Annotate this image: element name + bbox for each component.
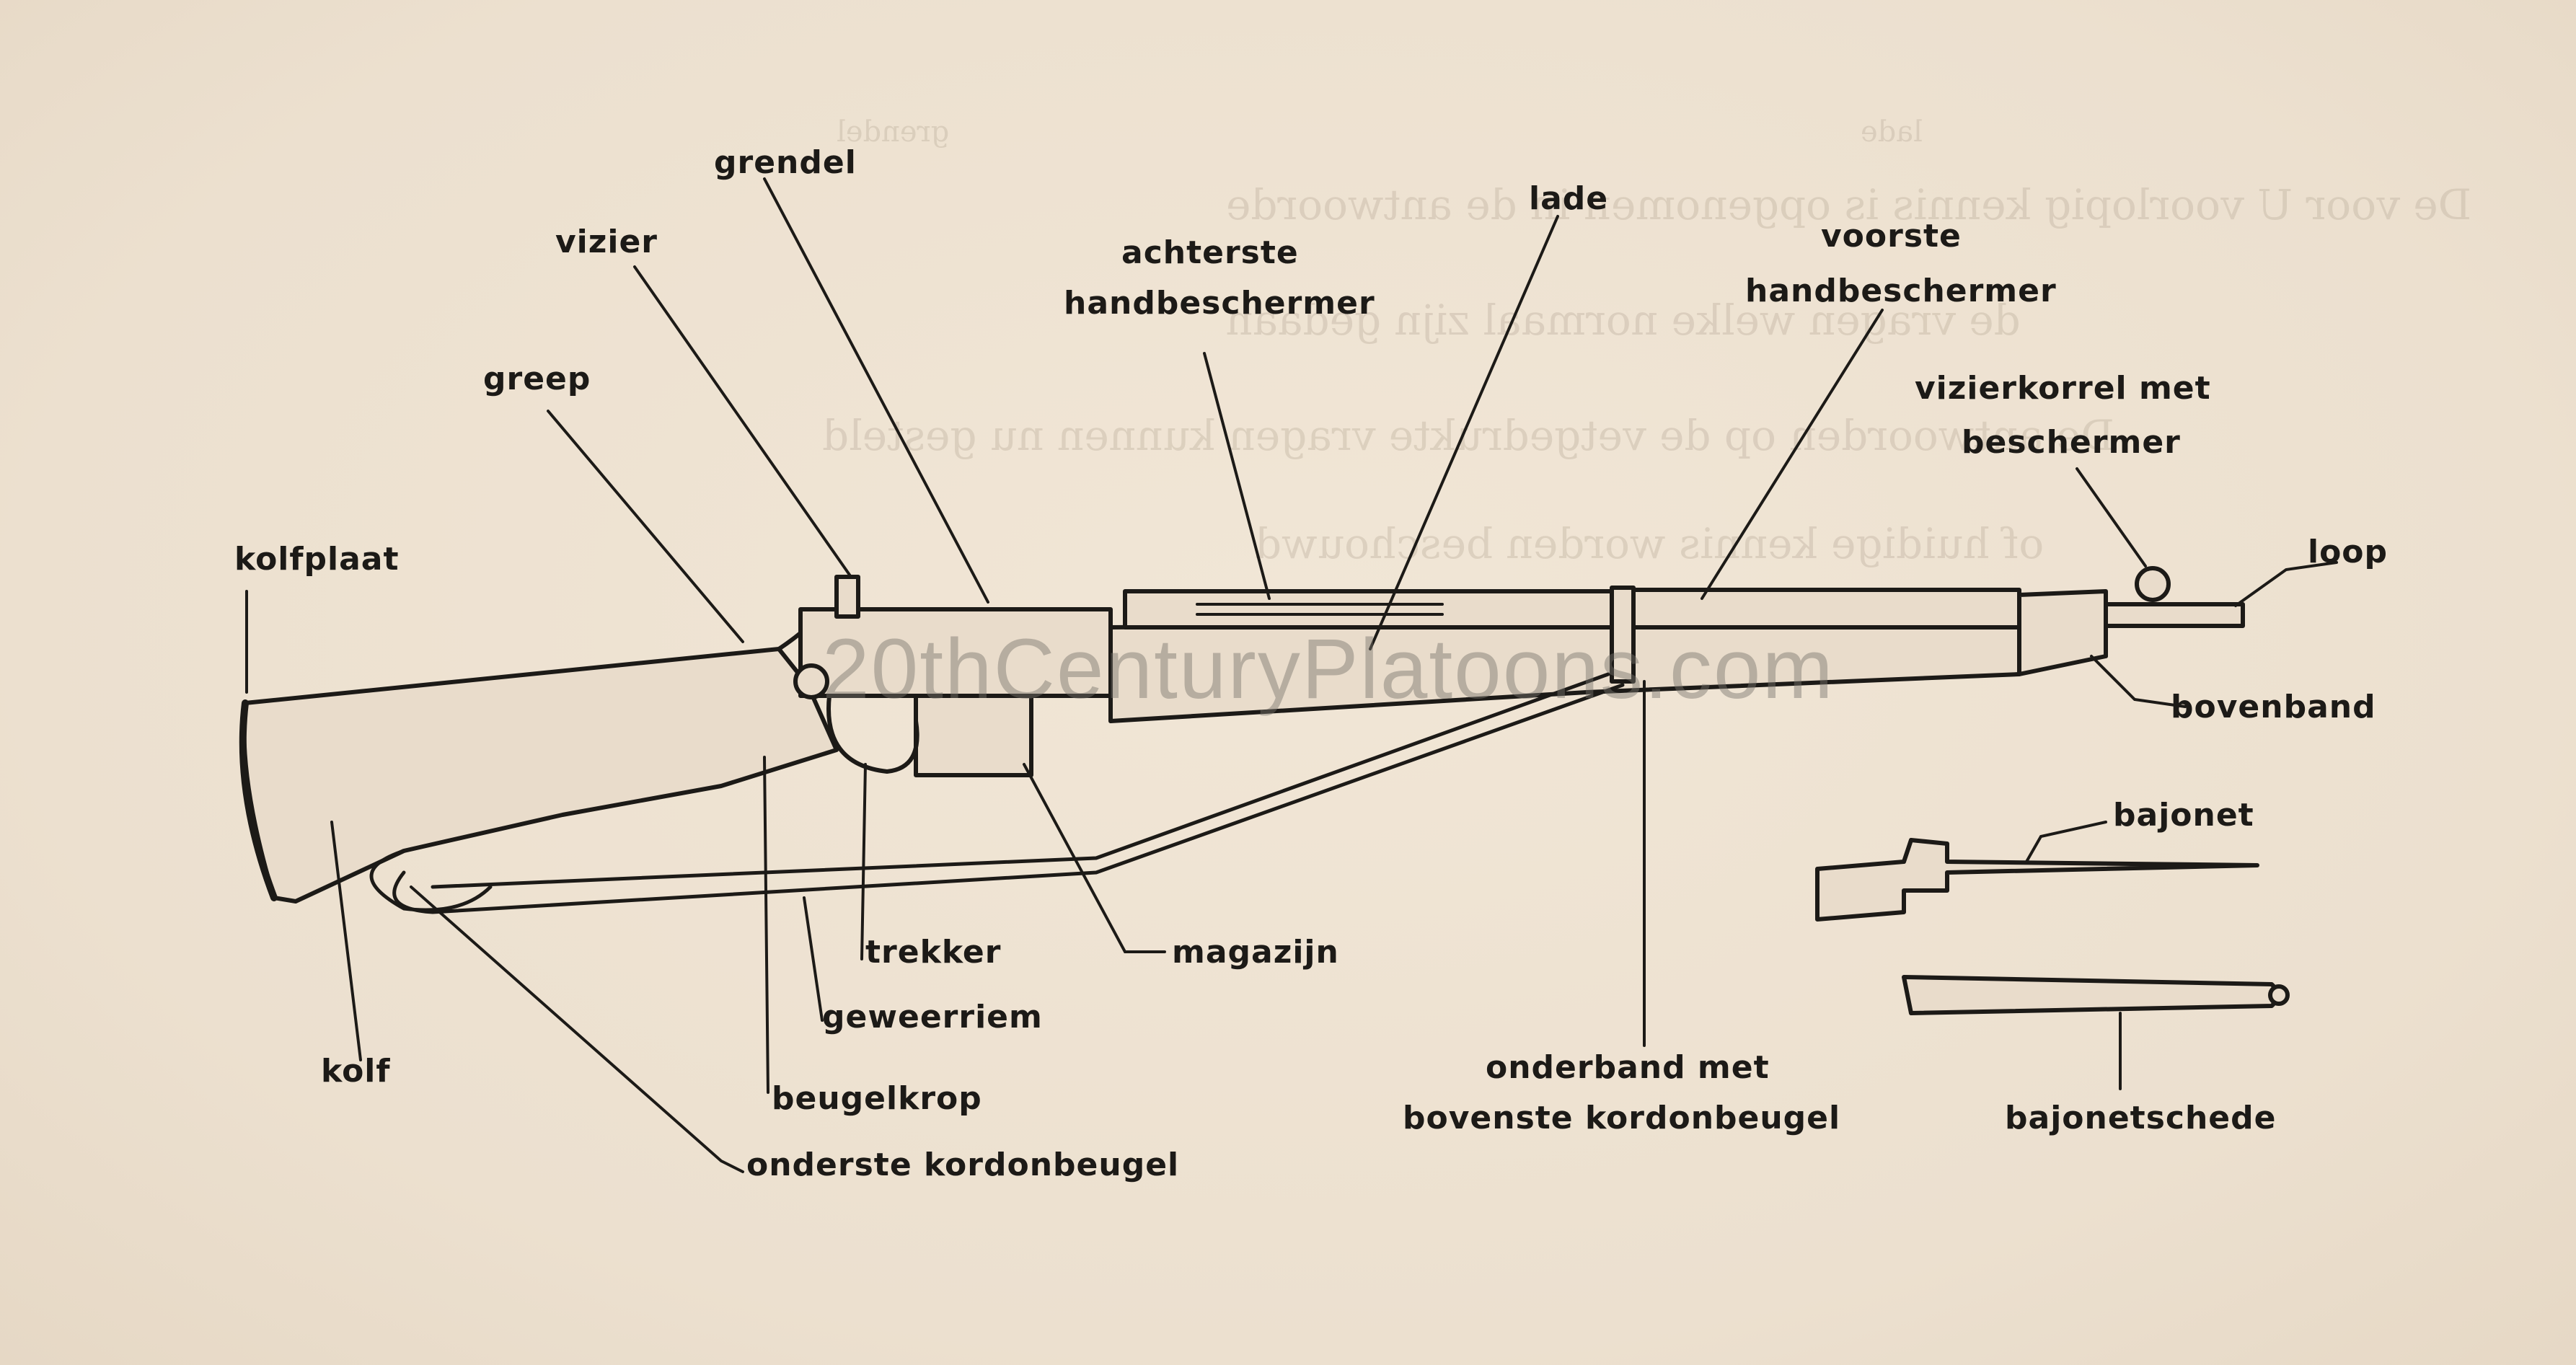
label-grendel: grendel bbox=[714, 144, 857, 181]
leader-magazijn bbox=[1023, 763, 1166, 953]
label-bajonetschede: bajonetschede bbox=[2005, 1100, 2277, 1136]
magazine bbox=[914, 694, 1033, 777]
rear-sight bbox=[834, 575, 860, 619]
label-achterste-2: handbeschermer bbox=[1064, 285, 1375, 322]
trigger-guard bbox=[826, 694, 919, 774]
leader-grendel bbox=[763, 177, 989, 604]
label-magazijn: magazijn bbox=[1172, 934, 1339, 971]
front-sight-protector bbox=[2135, 566, 2171, 602]
leader-beugelkrop bbox=[763, 756, 769, 1094]
watermark-text: 20thCenturyPlatoons.com bbox=[822, 622, 1835, 717]
bayonet-scabbard bbox=[1902, 975, 2285, 1015]
leader-voorste bbox=[1701, 309, 1884, 600]
label-kolfplaat: kolfplaat bbox=[234, 541, 400, 578]
label-beugelkrop: beugelkrop bbox=[772, 1080, 982, 1117]
label-vizier: vizier bbox=[555, 224, 658, 260]
bolt-knob bbox=[793, 663, 829, 699]
label-vizierkorrel-1: vizierkorrel met bbox=[1915, 370, 2211, 407]
label-lade: lade bbox=[1529, 180, 1609, 217]
bayonet bbox=[1815, 838, 2259, 922]
receiver bbox=[798, 607, 1113, 698]
upper-band bbox=[2017, 589, 2108, 676]
label-voorste-2: handbeschermer bbox=[1745, 273, 2057, 309]
label-trekker: trekker bbox=[865, 934, 1002, 971]
label-onderband-2: bovenste kordonbeugel bbox=[1403, 1100, 1841, 1136]
leader-greep bbox=[547, 410, 744, 643]
leader-vizier bbox=[633, 265, 852, 578]
butt-plate bbox=[239, 699, 278, 901]
barrel bbox=[2104, 602, 2245, 628]
label-onderste-kordonbeugel: onderste kordonbeugel bbox=[746, 1147, 1180, 1183]
label-geweerriem: geweerriem bbox=[822, 999, 1043, 1035]
label-bajonet: bajonet bbox=[2113, 797, 2254, 834]
label-greep: greep bbox=[483, 361, 591, 397]
sling bbox=[392, 683, 1625, 914]
leader-geweerriem bbox=[803, 896, 824, 1022]
leader-onderste bbox=[410, 885, 744, 1173]
label-loop: loop bbox=[2308, 534, 2388, 570]
label-achterste-1: achterste bbox=[1121, 234, 1299, 271]
leader-loop bbox=[2234, 561, 2338, 607]
rear-handguard bbox=[1123, 589, 1618, 630]
label-bovenband: bovenband bbox=[2171, 689, 2376, 725]
leader-lade bbox=[1369, 215, 1559, 650]
leader-achterste bbox=[1203, 352, 1271, 600]
leader-bajonet bbox=[2025, 821, 2107, 863]
label-onderband-1: onderband met bbox=[1486, 1049, 1770, 1086]
lower-band bbox=[1610, 586, 1636, 684]
label-voorste-1: voorste bbox=[1821, 218, 1962, 255]
stock-outline bbox=[242, 647, 839, 904]
leader-bovenband bbox=[2090, 655, 2187, 708]
leader-vizierkorrel bbox=[2076, 467, 2147, 567]
label-kolf: kolf bbox=[321, 1053, 391, 1090]
label-vizierkorrel-2: beschermer bbox=[1962, 424, 2181, 461]
leader-kolf bbox=[330, 821, 362, 1061]
leader-trekker bbox=[860, 763, 867, 960]
